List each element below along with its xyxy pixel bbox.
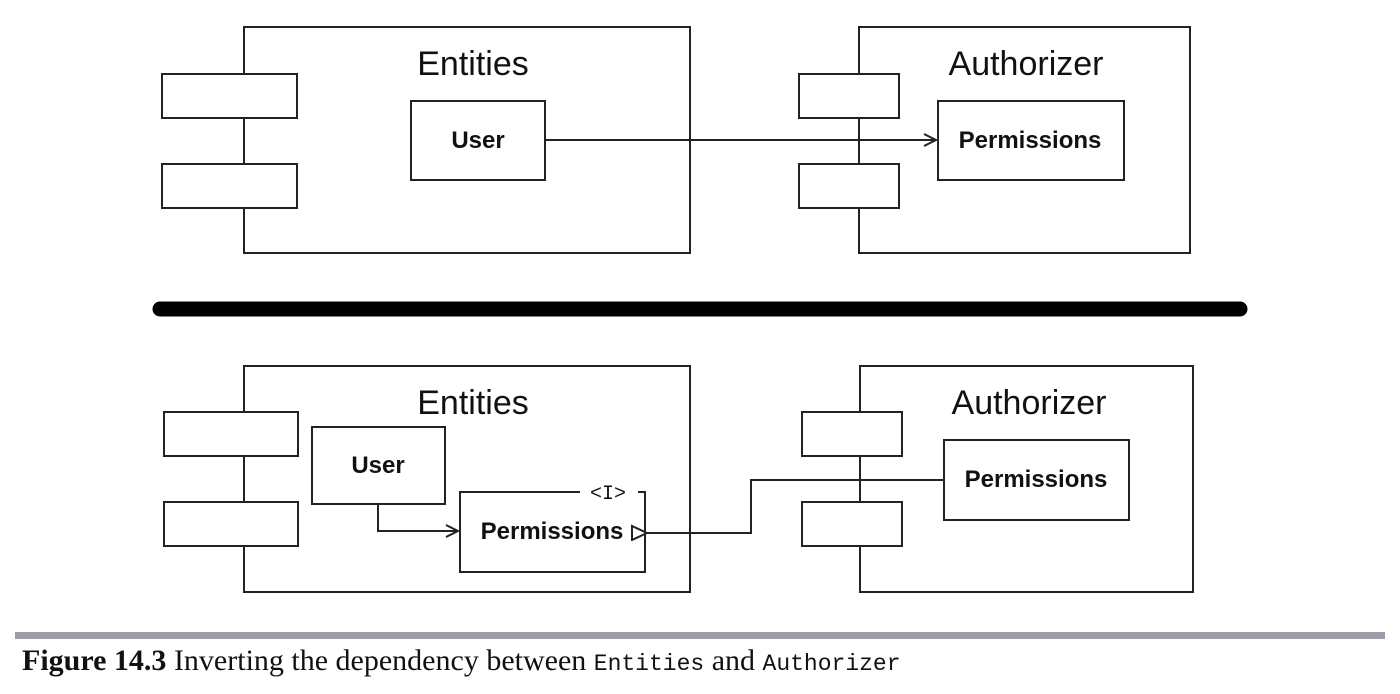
component-port (163, 411, 299, 457)
caption-text-and: and (711, 644, 756, 677)
bottom-user-class: User (311, 426, 446, 505)
class-label: Permissions (965, 466, 1108, 493)
component-port (161, 73, 298, 119)
class-label: User (351, 452, 404, 479)
caption-code-authorizer: Authorizer (762, 651, 901, 677)
component-title: Authorizer (949, 45, 1104, 83)
component-port (798, 73, 900, 119)
component-title: Entities (417, 45, 529, 83)
top-permissions-class: Permissions (937, 100, 1125, 181)
implements-arrow-permissions-to-interface (647, 479, 944, 533)
interface-box (459, 491, 646, 573)
figure-caption: Figure 14.3 Inverting the dependency bet… (22, 644, 901, 678)
class-label: Permissions (959, 127, 1102, 154)
caption-rule (15, 632, 1385, 639)
interface-stereotype: <I> (590, 483, 626, 506)
class-box (937, 100, 1125, 181)
top-user-class: User (410, 100, 546, 181)
dependency-diagram: Entities User Authorizer Permissions Ent… (152, 26, 1248, 593)
interface-label: Permissions (481, 518, 624, 545)
bottom-permissions-interface: <I> Permissions (459, 481, 646, 573)
class-label: User (451, 127, 504, 154)
bottom-permissions-class: Permissions (943, 439, 1130, 521)
component-title: Entities (417, 384, 529, 422)
dependency-arrow-user-to-permissions-interface (377, 504, 458, 531)
caption-code-entities: Entities (593, 651, 705, 677)
component-port (163, 501, 299, 547)
component-port (801, 411, 903, 457)
class-box (943, 439, 1130, 521)
class-box (410, 100, 546, 181)
component-port (161, 163, 298, 209)
caption-text: Inverting the dependency between (173, 644, 587, 677)
figure-number: Figure 14.3 (22, 644, 167, 677)
component-port (801, 501, 903, 547)
component-port (798, 163, 900, 209)
class-box (311, 426, 446, 505)
component-title: Authorizer (952, 384, 1107, 422)
stereotype-background (580, 481, 638, 503)
